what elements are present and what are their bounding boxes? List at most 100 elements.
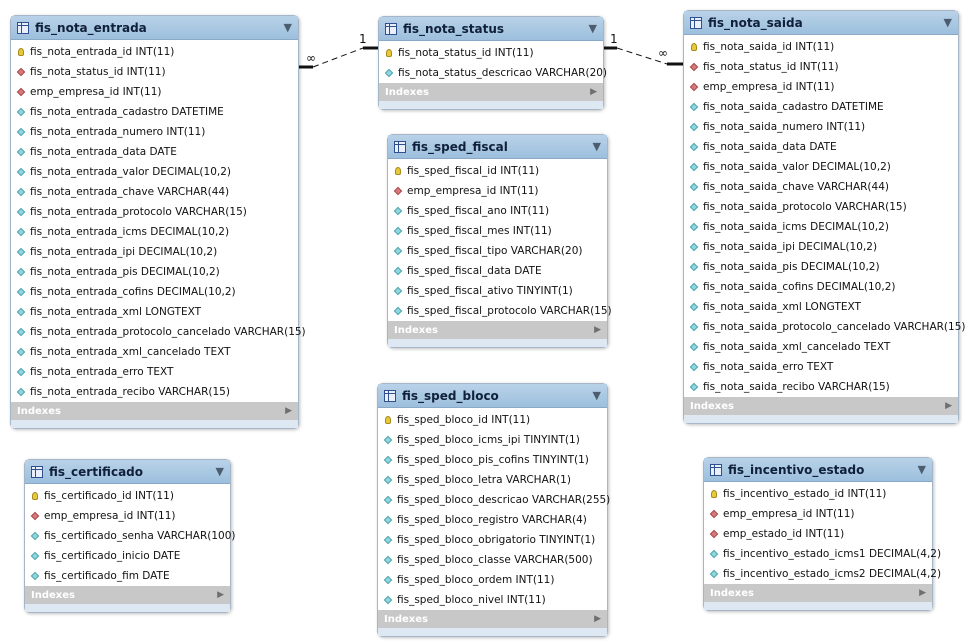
column-row[interactable]: fis_incentivo_estado_icms1 DECIMAL(4,2) <box>704 544 941 564</box>
column-row[interactable]: fis_nota_entrada_id INT(11) <box>11 42 298 62</box>
column-row[interactable]: fis_sped_bloco_icms_ipi TINYINT(1) <box>378 430 607 450</box>
column-row[interactable]: fis_sped_bloco_id INT(11) <box>378 410 607 430</box>
column-row[interactable]: fis_nota_entrada_valor DECIMAL(10,2) <box>11 162 298 182</box>
column-row[interactable]: fis_certificado_inicio DATE <box>25 546 230 566</box>
collapse-arrow-icon[interactable]: ▼ <box>592 140 601 153</box>
column-row[interactable]: fis_nota_entrada_pis DECIMAL(10,2) <box>11 262 298 282</box>
table-fis-sped-bloco[interactable]: fis_sped_bloco▼fis_sped_bloco_id INT(11)… <box>377 383 610 637</box>
expand-arrow-icon[interactable]: ▶ <box>594 325 601 335</box>
column-row[interactable]: emp_empresa_id INT(11) <box>684 77 958 97</box>
column-row[interactable]: fis_nota_saida_recibo VARCHAR(15) <box>684 377 958 397</box>
indexes-section[interactable]: Indexes▶ <box>704 584 932 602</box>
expand-arrow-icon[interactable]: ▶ <box>945 401 952 411</box>
indexes-section[interactable]: Indexes▶ <box>11 402 298 420</box>
column-row[interactable]: emp_empresa_id INT(11) <box>388 181 607 201</box>
column-row[interactable]: fis_nota_entrada_icms DECIMAL(10,2) <box>11 222 298 242</box>
column-row[interactable]: fis_sped_fiscal_tipo VARCHAR(20) <box>388 241 607 261</box>
collapse-arrow-icon[interactable]: ▼ <box>592 389 601 402</box>
table-fis-certificado[interactable]: fis_certificado▼fis_certificado_id INT(1… <box>24 459 236 613</box>
column-row[interactable]: fis_nota_saida_cadastro DATETIME <box>684 97 958 117</box>
column-row[interactable]: fis_nota_entrada_xml LONGTEXT <box>11 302 298 322</box>
column-row[interactable]: fis_nota_entrada_chave VARCHAR(44) <box>11 182 298 202</box>
column-row[interactable]: fis_nota_entrada_xml_cancelado TEXT <box>11 342 298 362</box>
column-row[interactable]: fis_nota_saida_id INT(11) <box>684 37 958 57</box>
collapse-arrow-icon[interactable]: ▼ <box>215 465 224 478</box>
column-row[interactable]: fis_incentivo_estado_icms2 DECIMAL(4,2) <box>704 564 941 584</box>
column-row[interactable]: fis_sped_fiscal_mes INT(11) <box>388 221 607 241</box>
expand-arrow-icon[interactable]: ▶ <box>285 406 292 416</box>
collapse-arrow-icon[interactable]: ▼ <box>283 21 292 34</box>
table-fis-nota-saida[interactable]: fis_nota_saida▼fis_nota_saida_id INT(11)… <box>683 10 966 424</box>
column-row[interactable]: fis_nota_entrada_protocolo VARCHAR(15) <box>11 202 298 222</box>
table-header[interactable]: fis_nota_entrada▼ <box>11 16 298 40</box>
column-row[interactable]: fis_certificado_senha VARCHAR(100) <box>25 526 236 546</box>
column-row[interactable]: fis_sped_bloco_obrigatorio TINYINT(1) <box>378 530 607 550</box>
column-row[interactable]: fis_nota_saida_protocolo VARCHAR(15) <box>684 197 958 217</box>
column-row[interactable]: fis_nota_entrada_erro TEXT <box>11 362 298 382</box>
column-row[interactable]: emp_empresa_id INT(11) <box>704 504 932 524</box>
column-row[interactable]: fis_sped_bloco_nivel INT(11) <box>378 590 607 610</box>
collapse-arrow-icon[interactable]: ▼ <box>917 463 926 476</box>
collapse-arrow-icon[interactable]: ▼ <box>588 22 597 35</box>
column-row[interactable]: fis_incentivo_estado_id INT(11) <box>704 484 932 504</box>
column-row[interactable]: fis_nota_status_id INT(11) <box>11 62 298 82</box>
indexes-section[interactable]: Indexes▶ <box>388 321 607 339</box>
column-row[interactable]: fis_nota_status_id INT(11) <box>684 57 958 77</box>
column-row[interactable]: emp_empresa_id INT(11) <box>25 506 230 526</box>
column-row[interactable]: fis_nota_status_id INT(11) <box>379 43 603 63</box>
column-row[interactable]: fis_nota_entrada_ipi DECIMAL(10,2) <box>11 242 298 262</box>
column-row[interactable]: fis_sped_fiscal_data DATE <box>388 261 607 281</box>
column-row[interactable]: fis_sped_bloco_ordem INT(11) <box>378 570 607 590</box>
table-fis-incentivo-estado[interactable]: fis_incentivo_estado▼fis_incentivo_estad… <box>703 457 941 611</box>
column-row[interactable]: fis_sped_fiscal_protocolo VARCHAR(15) <box>388 301 612 321</box>
column-row[interactable]: fis_nota_entrada_recibo VARCHAR(15) <box>11 382 298 402</box>
column-row[interactable]: fis_nota_status_descricao VARCHAR(20) <box>379 63 607 83</box>
column-row[interactable]: fis_sped_bloco_registro VARCHAR(4) <box>378 510 607 530</box>
table-fis-nota-status[interactable]: fis_nota_status▼fis_nota_status_id INT(1… <box>378 16 607 110</box>
column-row[interactable]: fis_nota_entrada_data DATE <box>11 142 298 162</box>
column-row[interactable]: fis_nota_saida_protocolo_cancelado VARCH… <box>684 317 966 337</box>
column-row[interactable]: fis_sped_bloco_letra VARCHAR(1) <box>378 470 607 490</box>
column-row[interactable]: fis_nota_saida_pis DECIMAL(10,2) <box>684 257 958 277</box>
expand-arrow-icon[interactable]: ▶ <box>590 87 597 97</box>
column-row[interactable]: fis_nota_saida_ipi DECIMAL(10,2) <box>684 237 958 257</box>
column-row[interactable]: emp_estado_id INT(11) <box>704 524 932 544</box>
table-header[interactable]: fis_sped_fiscal▼ <box>388 135 607 159</box>
column-row[interactable]: fis_nota_saida_valor DECIMAL(10,2) <box>684 157 958 177</box>
column-row[interactable]: fis_sped_fiscal_ativo TINYINT(1) <box>388 281 607 301</box>
table-header[interactable]: fis_certificado▼ <box>25 460 230 484</box>
table-header[interactable]: fis_nota_status▼ <box>379 17 603 41</box>
column-row[interactable]: fis_sped_bloco_pis_cofins TINYINT(1) <box>378 450 607 470</box>
column-row[interactable]: fis_certificado_fim DATE <box>25 566 230 586</box>
column-row[interactable]: fis_nota_saida_erro TEXT <box>684 357 958 377</box>
column-row[interactable]: fis_nota_entrada_protocolo_cancelado VAR… <box>11 322 306 342</box>
column-row[interactable]: fis_sped_fiscal_ano INT(11) <box>388 201 607 221</box>
column-row[interactable]: fis_nota_saida_data DATE <box>684 137 958 157</box>
table-header[interactable]: fis_nota_saida▼ <box>684 11 958 35</box>
table-header[interactable]: fis_sped_bloco▼ <box>378 384 607 408</box>
column-row[interactable]: fis_certificado_id INT(11) <box>25 486 230 506</box>
expand-arrow-icon[interactable]: ▶ <box>217 590 224 600</box>
column-row[interactable]: fis_nota_entrada_numero INT(11) <box>11 122 298 142</box>
column-row[interactable]: fis_sped_bloco_classe VARCHAR(500) <box>378 550 607 570</box>
column-row[interactable]: fis_nota_saida_cofins DECIMAL(10,2) <box>684 277 958 297</box>
column-row[interactable]: fis_nota_entrada_cofins DECIMAL(10,2) <box>11 282 298 302</box>
column-row[interactable]: fis_nota_saida_chave VARCHAR(44) <box>684 177 958 197</box>
expand-arrow-icon[interactable]: ▶ <box>919 588 926 598</box>
table-header[interactable]: fis_incentivo_estado▼ <box>704 458 932 482</box>
column-row[interactable]: fis_nota_saida_xml_cancelado TEXT <box>684 337 958 357</box>
table-fis-sped-fiscal[interactable]: fis_sped_fiscal▼fis_sped_fiscal_id INT(1… <box>387 134 612 348</box>
expand-arrow-icon[interactable]: ▶ <box>594 614 601 624</box>
indexes-section[interactable]: Indexes▶ <box>684 397 958 415</box>
column-row[interactable]: fis_nota_saida_icms DECIMAL(10,2) <box>684 217 958 237</box>
collapse-arrow-icon[interactable]: ▼ <box>943 16 952 29</box>
column-row[interactable]: fis_nota_saida_xml LONGTEXT <box>684 297 958 317</box>
table-fis-nota-entrada[interactable]: fis_nota_entrada▼fis_nota_entrada_id INT… <box>10 15 306 429</box>
indexes-section[interactable]: Indexes▶ <box>378 610 607 628</box>
column-row[interactable]: fis_sped_fiscal_id INT(11) <box>388 161 607 181</box>
indexes-section[interactable]: Indexes▶ <box>25 586 230 604</box>
column-row[interactable]: fis_nota_saida_numero INT(11) <box>684 117 958 137</box>
column-row[interactable]: fis_nota_entrada_cadastro DATETIME <box>11 102 298 122</box>
column-row[interactable]: emp_empresa_id INT(11) <box>11 82 298 102</box>
column-row[interactable]: fis_sped_bloco_descricao VARCHAR(255) <box>378 490 610 510</box>
